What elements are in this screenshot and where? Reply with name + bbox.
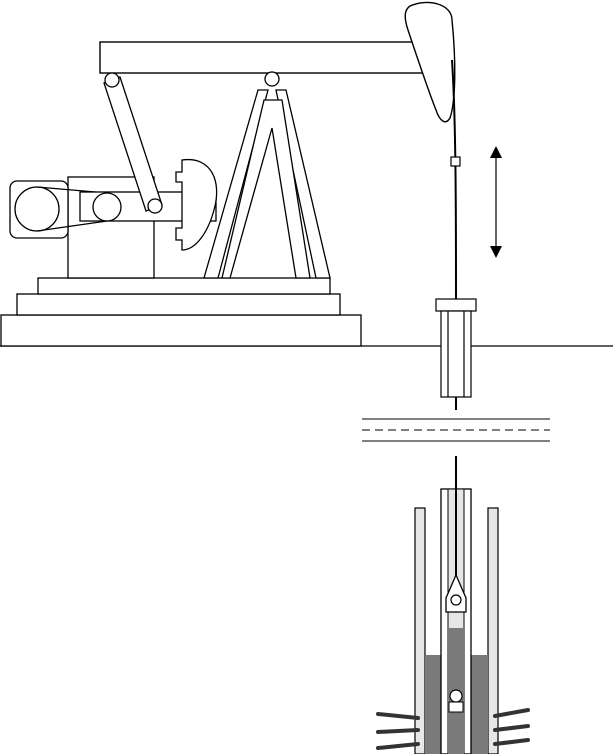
samson-post-right-leg xyxy=(275,89,331,279)
stuffing-box xyxy=(435,298,477,312)
saddle-bearing xyxy=(264,71,280,87)
casing-wall-left xyxy=(414,507,426,754)
samson-post xyxy=(203,89,331,279)
drive-belt-lower xyxy=(36,220,108,232)
walking-beam xyxy=(99,41,427,74)
perforation-right-3 xyxy=(493,738,530,746)
wrist-pin xyxy=(147,198,163,214)
foundation-bottom xyxy=(0,314,362,347)
wellhead xyxy=(435,298,477,398)
bridle-cable xyxy=(451,59,457,301)
foundation-top xyxy=(37,277,331,295)
perforation-left-2 xyxy=(376,728,420,734)
pins xyxy=(104,71,280,214)
depth-break xyxy=(362,418,550,442)
plunger xyxy=(445,573,467,613)
samson-post-left-leg xyxy=(203,89,269,279)
perforation-left-3 xyxy=(376,742,420,750)
wellhead-casing xyxy=(440,310,472,398)
carrier-bar xyxy=(450,156,461,167)
motor-pulley xyxy=(14,186,60,232)
downhole-pump xyxy=(376,456,530,754)
samson-post-inner xyxy=(221,99,311,279)
standing-valve-seat xyxy=(448,701,464,713)
horse-head xyxy=(404,1,456,123)
perforation-right-2 xyxy=(493,724,530,732)
annulus-fluid-right xyxy=(471,655,488,754)
perforations xyxy=(376,708,530,750)
crank-shaft xyxy=(92,192,122,222)
counterweight xyxy=(175,159,218,251)
casing-wall-right xyxy=(487,507,499,754)
standing-valve-ball xyxy=(449,689,463,703)
traveling-valve-ball xyxy=(450,594,462,606)
equalizer-bearing xyxy=(104,72,120,88)
foundation-middle xyxy=(16,293,341,316)
perforation-right-1 xyxy=(493,708,530,718)
foundation xyxy=(0,277,362,347)
perforation-left-1 xyxy=(376,712,420,720)
annulus-fluid-left xyxy=(425,655,441,754)
